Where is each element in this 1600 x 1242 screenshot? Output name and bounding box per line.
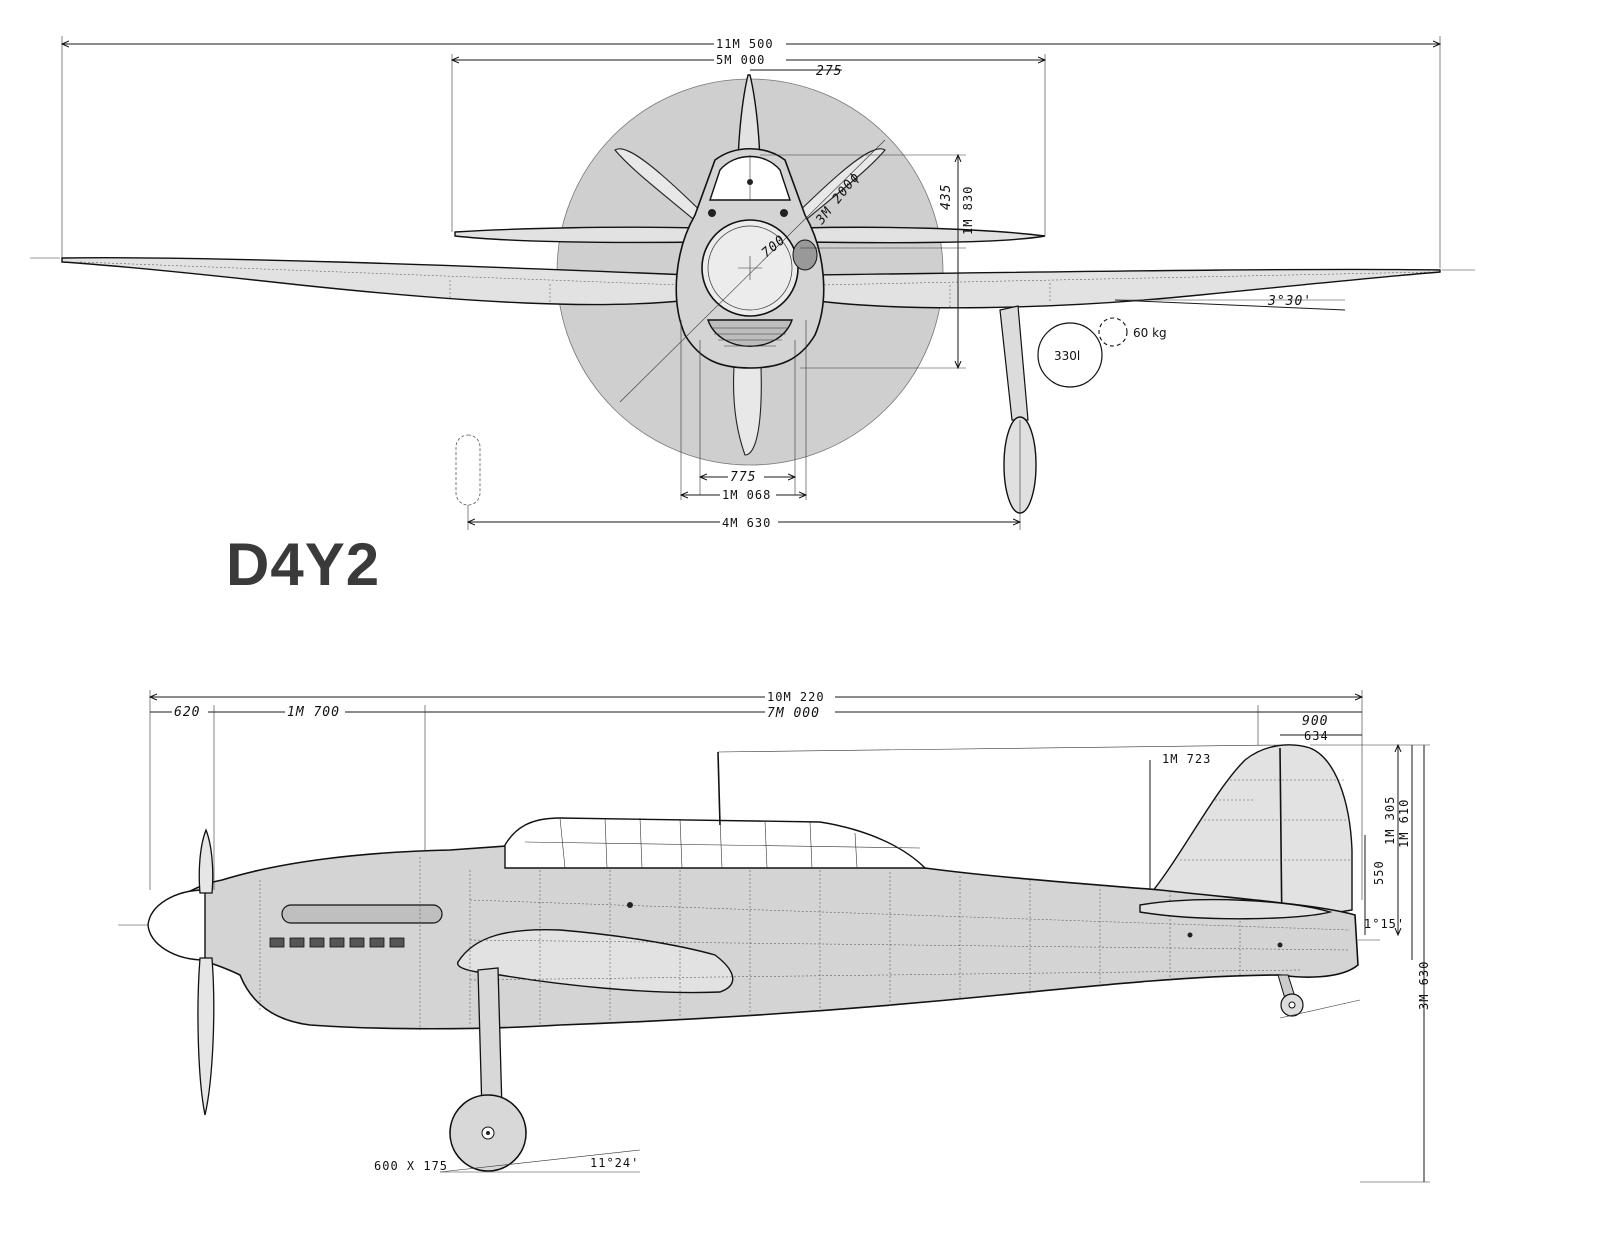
drop-tank-label: 330l <box>1054 349 1080 363</box>
track-label: 4M 630 <box>722 516 771 530</box>
bomb-label: 60 kg <box>1133 326 1167 340</box>
length-label: 10M 220 <box>767 690 825 704</box>
tail-total-label: 1M 610 <box>1397 799 1411 848</box>
outer-width-label: 1M 068 <box>722 488 771 502</box>
side-dimensions: 10M 220 7M 000 620 1M 700 900 634 1M 723 <box>118 690 1431 1183</box>
spinner <box>147 889 206 961</box>
horizontal-stabilizer <box>1139 898 1333 920</box>
main-gear-side <box>449 967 527 1172</box>
antenna-mast <box>717 751 721 826</box>
wing-side <box>457 928 734 994</box>
tail-wheel <box>1277 974 1304 1017</box>
tail-chord-label: 634 <box>1304 729 1329 743</box>
exhaust-stacks <box>269 937 405 948</box>
tire-size-label: 600 X 175 <box>374 1159 448 1173</box>
front-view: 330l 60 kg 11M 500 5M 000 275 3M 200ϕ 70… <box>30 36 1475 530</box>
tailwheel-offset-label: 550 <box>1372 860 1386 885</box>
spinner-height-label: 435 <box>939 184 954 210</box>
height-axis-label: 1M 830 <box>961 186 975 235</box>
fuselage-side <box>149 844 1359 1030</box>
aircraft-designation: D4Y2 <box>226 531 380 598</box>
side-view: 10M 220 7M 000 620 1M 700 900 634 1M 723 <box>118 690 1431 1183</box>
left-wing <box>61 257 691 306</box>
fuselage-length-label: 7M 000 <box>767 706 820 721</box>
fin-height-label: 1M 723 <box>1162 752 1211 766</box>
right-wing <box>809 268 1441 309</box>
nose-len-label: 1M 700 <box>287 705 340 720</box>
dihedral-label: 3°30' <box>1267 294 1312 309</box>
spinner-len-label: 620 <box>174 705 200 720</box>
ground-angle-label: 11°24' <box>590 1156 639 1170</box>
bomb <box>1098 317 1128 347</box>
drop-tank <box>1037 322 1103 388</box>
fin-offset-label: 275 <box>816 64 842 79</box>
tailplane-span-label: 5M 000 <box>716 53 765 67</box>
propeller-side <box>197 828 215 1116</box>
inner-width-label: 775 <box>730 470 756 485</box>
vertical-fin <box>1150 744 1353 921</box>
rudder-chord-label: 900 <box>1302 714 1328 729</box>
span-label: 11M 500 <box>716 37 774 51</box>
tail-height-label: 1M 305 <box>1383 796 1397 845</box>
main-gear-front <box>999 305 1037 514</box>
canopy-side <box>504 817 927 869</box>
tail-angle-label: 1°15' <box>1364 917 1405 931</box>
overall-height-label: 3M 630 <box>1417 961 1431 1010</box>
